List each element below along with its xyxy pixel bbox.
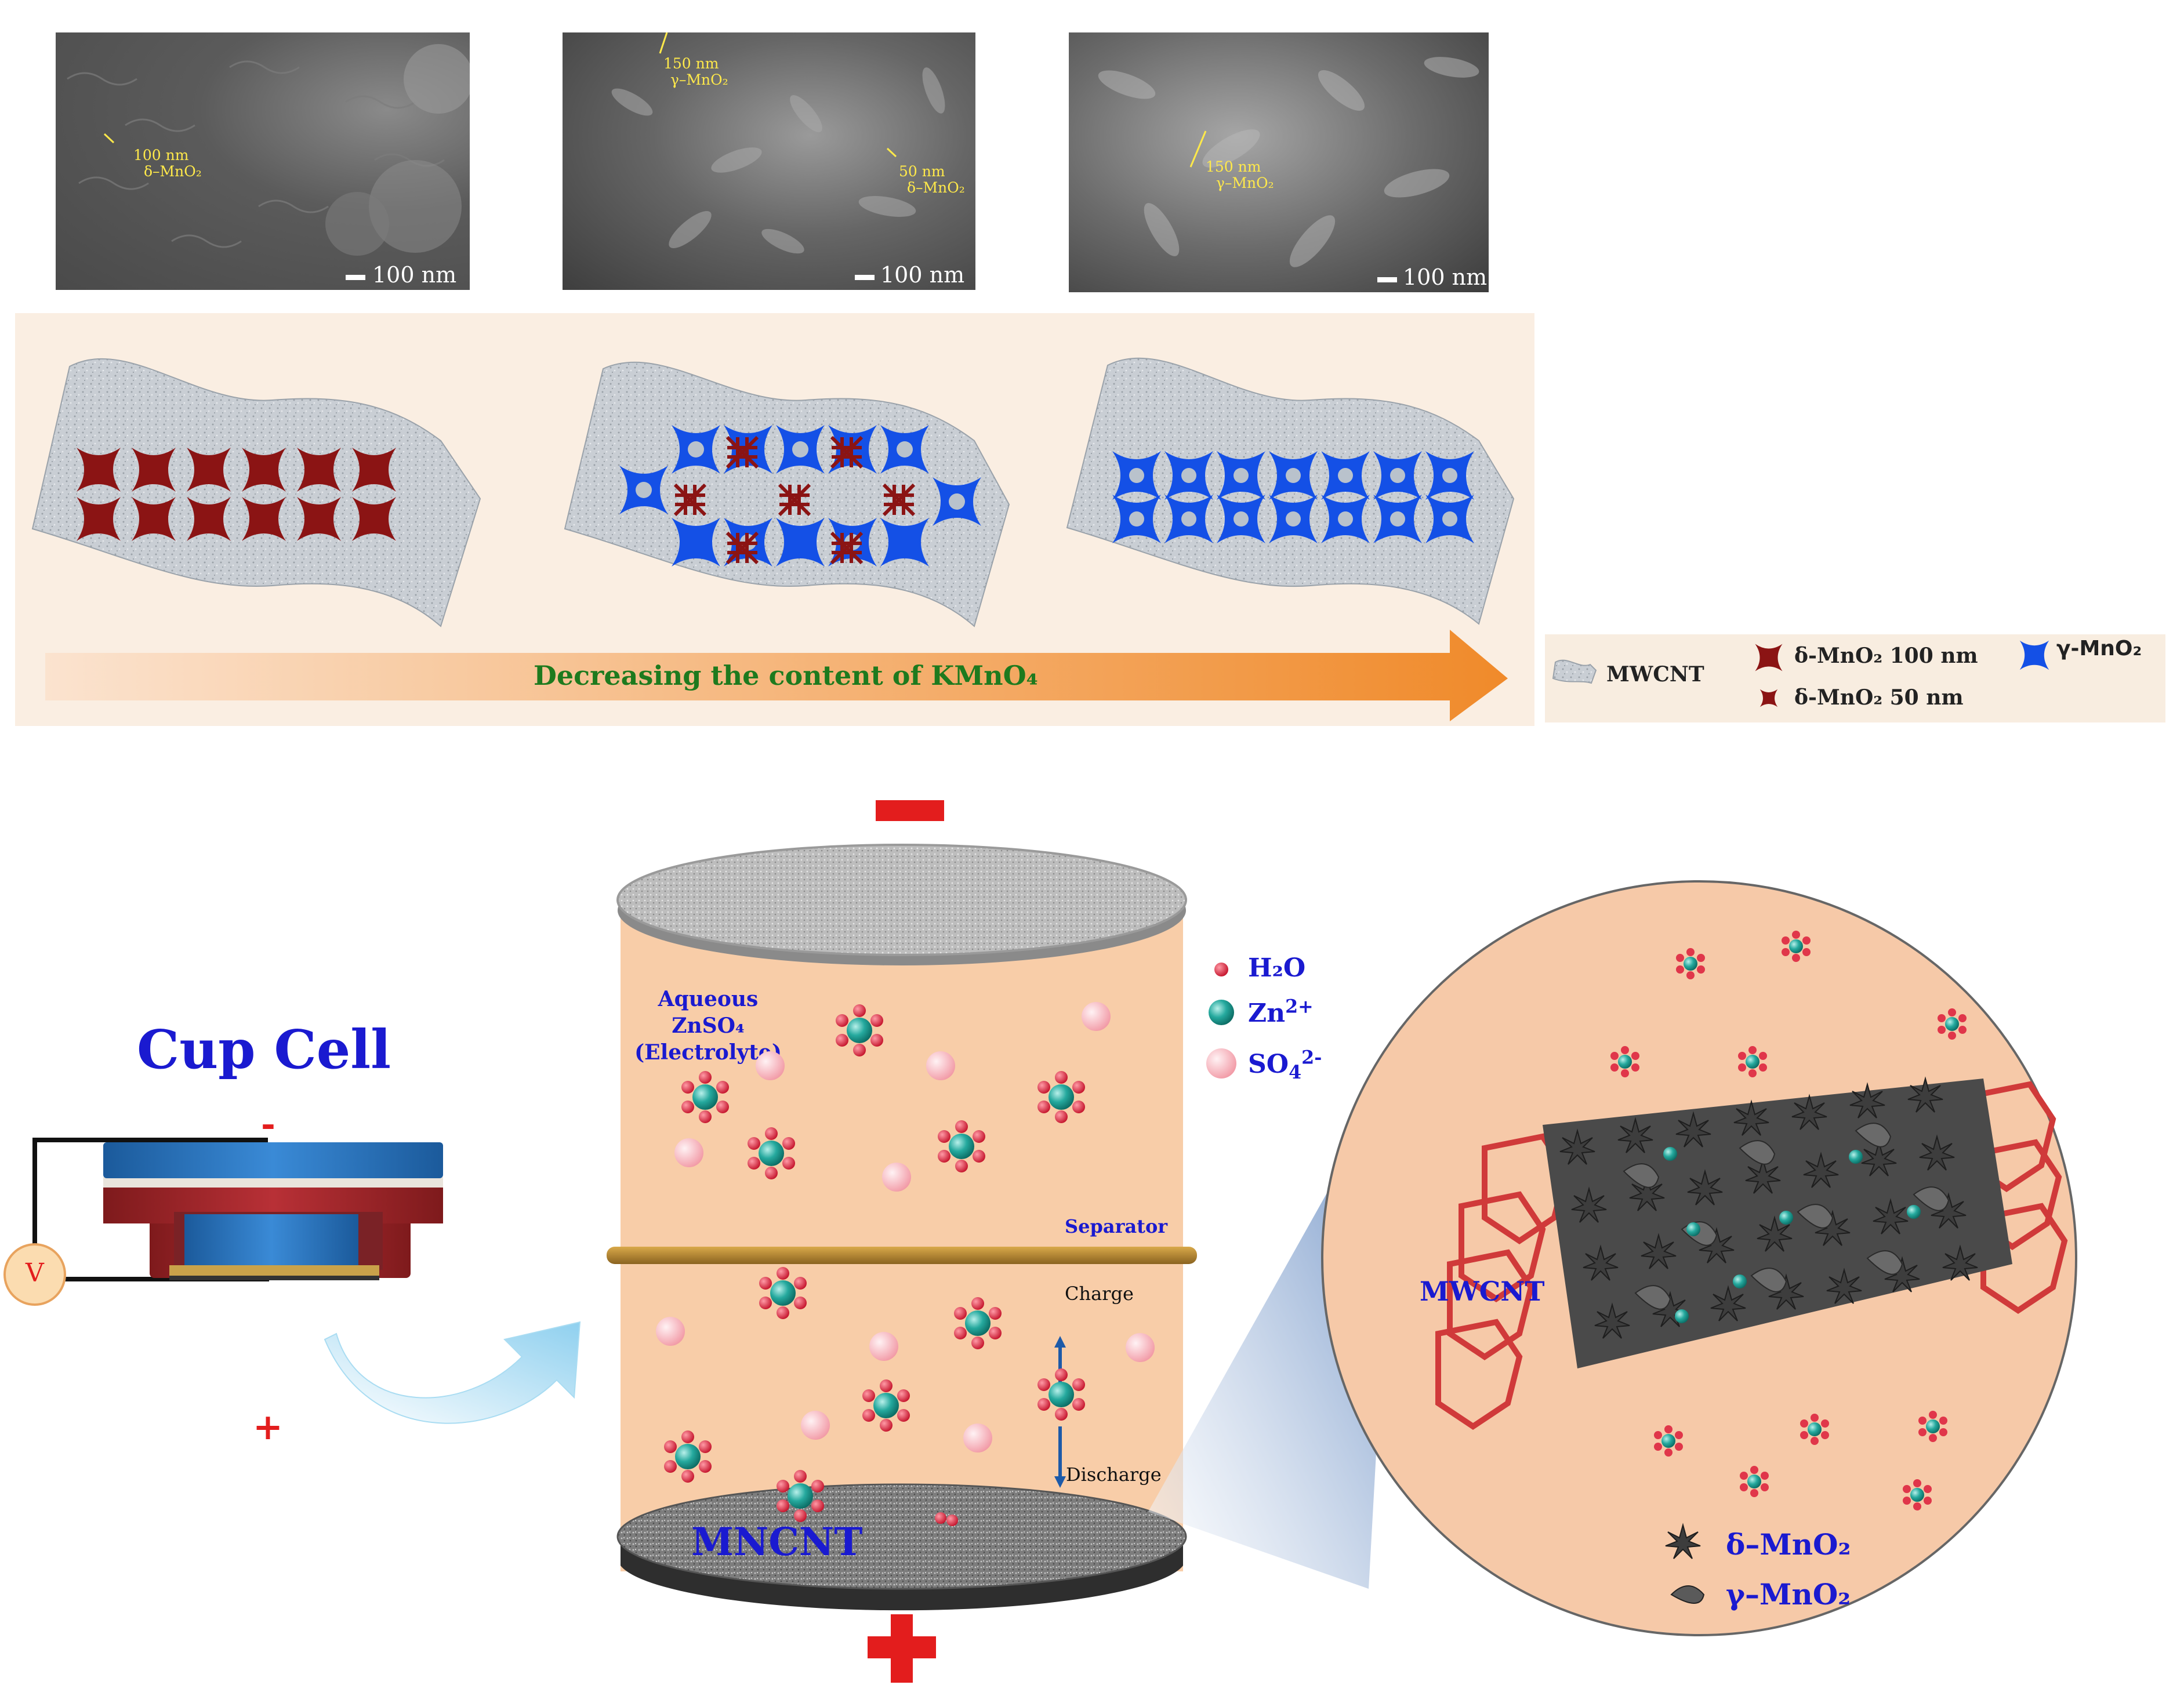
positive-sign-v	[891, 1614, 913, 1683]
delta-100-legend-icon	[1755, 644, 1783, 671]
curved-arrow	[324, 1321, 581, 1424]
cup-cell-svg	[3, 1138, 581, 1424]
legend-mwcnt: MWCNT	[1606, 662, 1704, 687]
electrolyte-label: Aqueous ZnSO₄ (Electrolyte)	[624, 986, 792, 1066]
negative-sign	[876, 800, 944, 821]
species-legend-icons	[1206, 963, 1236, 1079]
gamma-centers-3	[1129, 468, 1457, 526]
sem1-phase: δ–MnO₂	[144, 163, 202, 180]
legend-zinc: Zn2+	[1248, 996, 1314, 1028]
sem2-size-b: 50 nm	[899, 163, 945, 180]
sem-texture-2	[611, 32, 945, 254]
voltmeter-label: V	[26, 1258, 44, 1288]
scale-bar	[346, 275, 365, 280]
hydrated-zinc-ions	[664, 1004, 1085, 1522]
scale-label: 100 nm	[372, 262, 457, 288]
sem2-size-a: 150 nm	[663, 55, 719, 72]
cup-plus: +	[253, 1406, 283, 1448]
legend	[1545, 634, 2165, 722]
delta-mno2-50nm-group-2	[673, 435, 916, 565]
zoom-svg	[1148, 880, 2077, 1636]
separator	[607, 1247, 1197, 1264]
sulfate-legend-icon	[1206, 1048, 1236, 1079]
sem2-phase-a: γ–MnO₂	[670, 71, 728, 88]
intercalated-zinc	[1663, 1147, 1921, 1323]
water-molecules	[935, 1512, 958, 1526]
sem3-phase: γ–MnO₂	[1216, 175, 1274, 191]
zinc-text: Zn	[1248, 998, 1286, 1028]
main-cell-svg	[607, 800, 1197, 1683]
legend-sulfate: SO42-	[1248, 1047, 1322, 1081]
electrolyte-line1: Aqueous ZnSO₄	[658, 987, 759, 1038]
legend-icons	[1552, 640, 2049, 707]
gamma-flakes	[1623, 1123, 1950, 1310]
sulfate-charge: 2-	[1301, 1047, 1322, 1069]
scale-bar	[855, 275, 875, 280]
zoom-delta-label: δ–MnO₂	[1726, 1527, 1851, 1562]
sem2-phase-b: δ–MnO₂	[907, 179, 965, 196]
separator-label: Separator	[1065, 1215, 1168, 1237]
arrow-label: Decreasing the content of KMnO₄	[534, 660, 1038, 691]
legend-delta-50: δ-MnO₂ 50 nm	[1794, 685, 1964, 710]
zinc-charge: 2+	[1285, 996, 1314, 1018]
legend-water: H₂O	[1248, 953, 1305, 983]
legend-delta-100: δ-MnO₂ 100 nm	[1794, 644, 1978, 668]
scale-label: 100 nm	[880, 262, 965, 288]
cup-minus: -	[261, 1104, 275, 1145]
scale-label: 100 nm	[1403, 264, 1488, 290]
mwcnt-legend-icon	[1552, 659, 1597, 684]
legend-gamma: γ-MnO₂	[2056, 637, 2142, 660]
zoom-mwcnt-label: MWCNT	[1420, 1276, 1545, 1307]
water-text: H₂O	[1248, 953, 1306, 983]
gamma-flake-legend-icon	[1670, 1585, 1705, 1604]
discharge-label: Discharge	[1066, 1464, 1162, 1486]
sem1-size: 100 nm	[133, 147, 189, 164]
kmno4-arrow	[45, 630, 1508, 721]
delta-50-legend-icon	[1759, 689, 1778, 707]
sem-texture-3	[1098, 57, 1479, 267]
sulfate-subscript: 4	[1289, 1061, 1302, 1083]
electrode-label: MNCNT	[691, 1519, 863, 1564]
water-legend-icon	[1214, 963, 1228, 976]
zinc-legend-icon	[1209, 1000, 1234, 1025]
sulfate-ions	[656, 1002, 1155, 1453]
cup-cell-title: Cup Cell	[137, 1018, 391, 1081]
schematic-svg	[31, 357, 1515, 721]
mwcnt-sheet-1	[31, 358, 481, 627]
sulfate-text: SO	[1248, 1050, 1289, 1079]
sem-texture-1	[67, 44, 470, 256]
voltmeter	[3, 1243, 66, 1306]
scale-bar	[1377, 277, 1397, 282]
gamma-legend-icon	[2019, 640, 2049, 670]
charge-label: Charge	[1065, 1283, 1134, 1305]
tube-rings-left	[1435, 1133, 1569, 1430]
zoom-gamma-label: γ–MnO₂	[1726, 1577, 1851, 1611]
sem3-size: 150 nm	[1206, 158, 1261, 175]
ions-svg	[656, 1002, 1155, 1526]
